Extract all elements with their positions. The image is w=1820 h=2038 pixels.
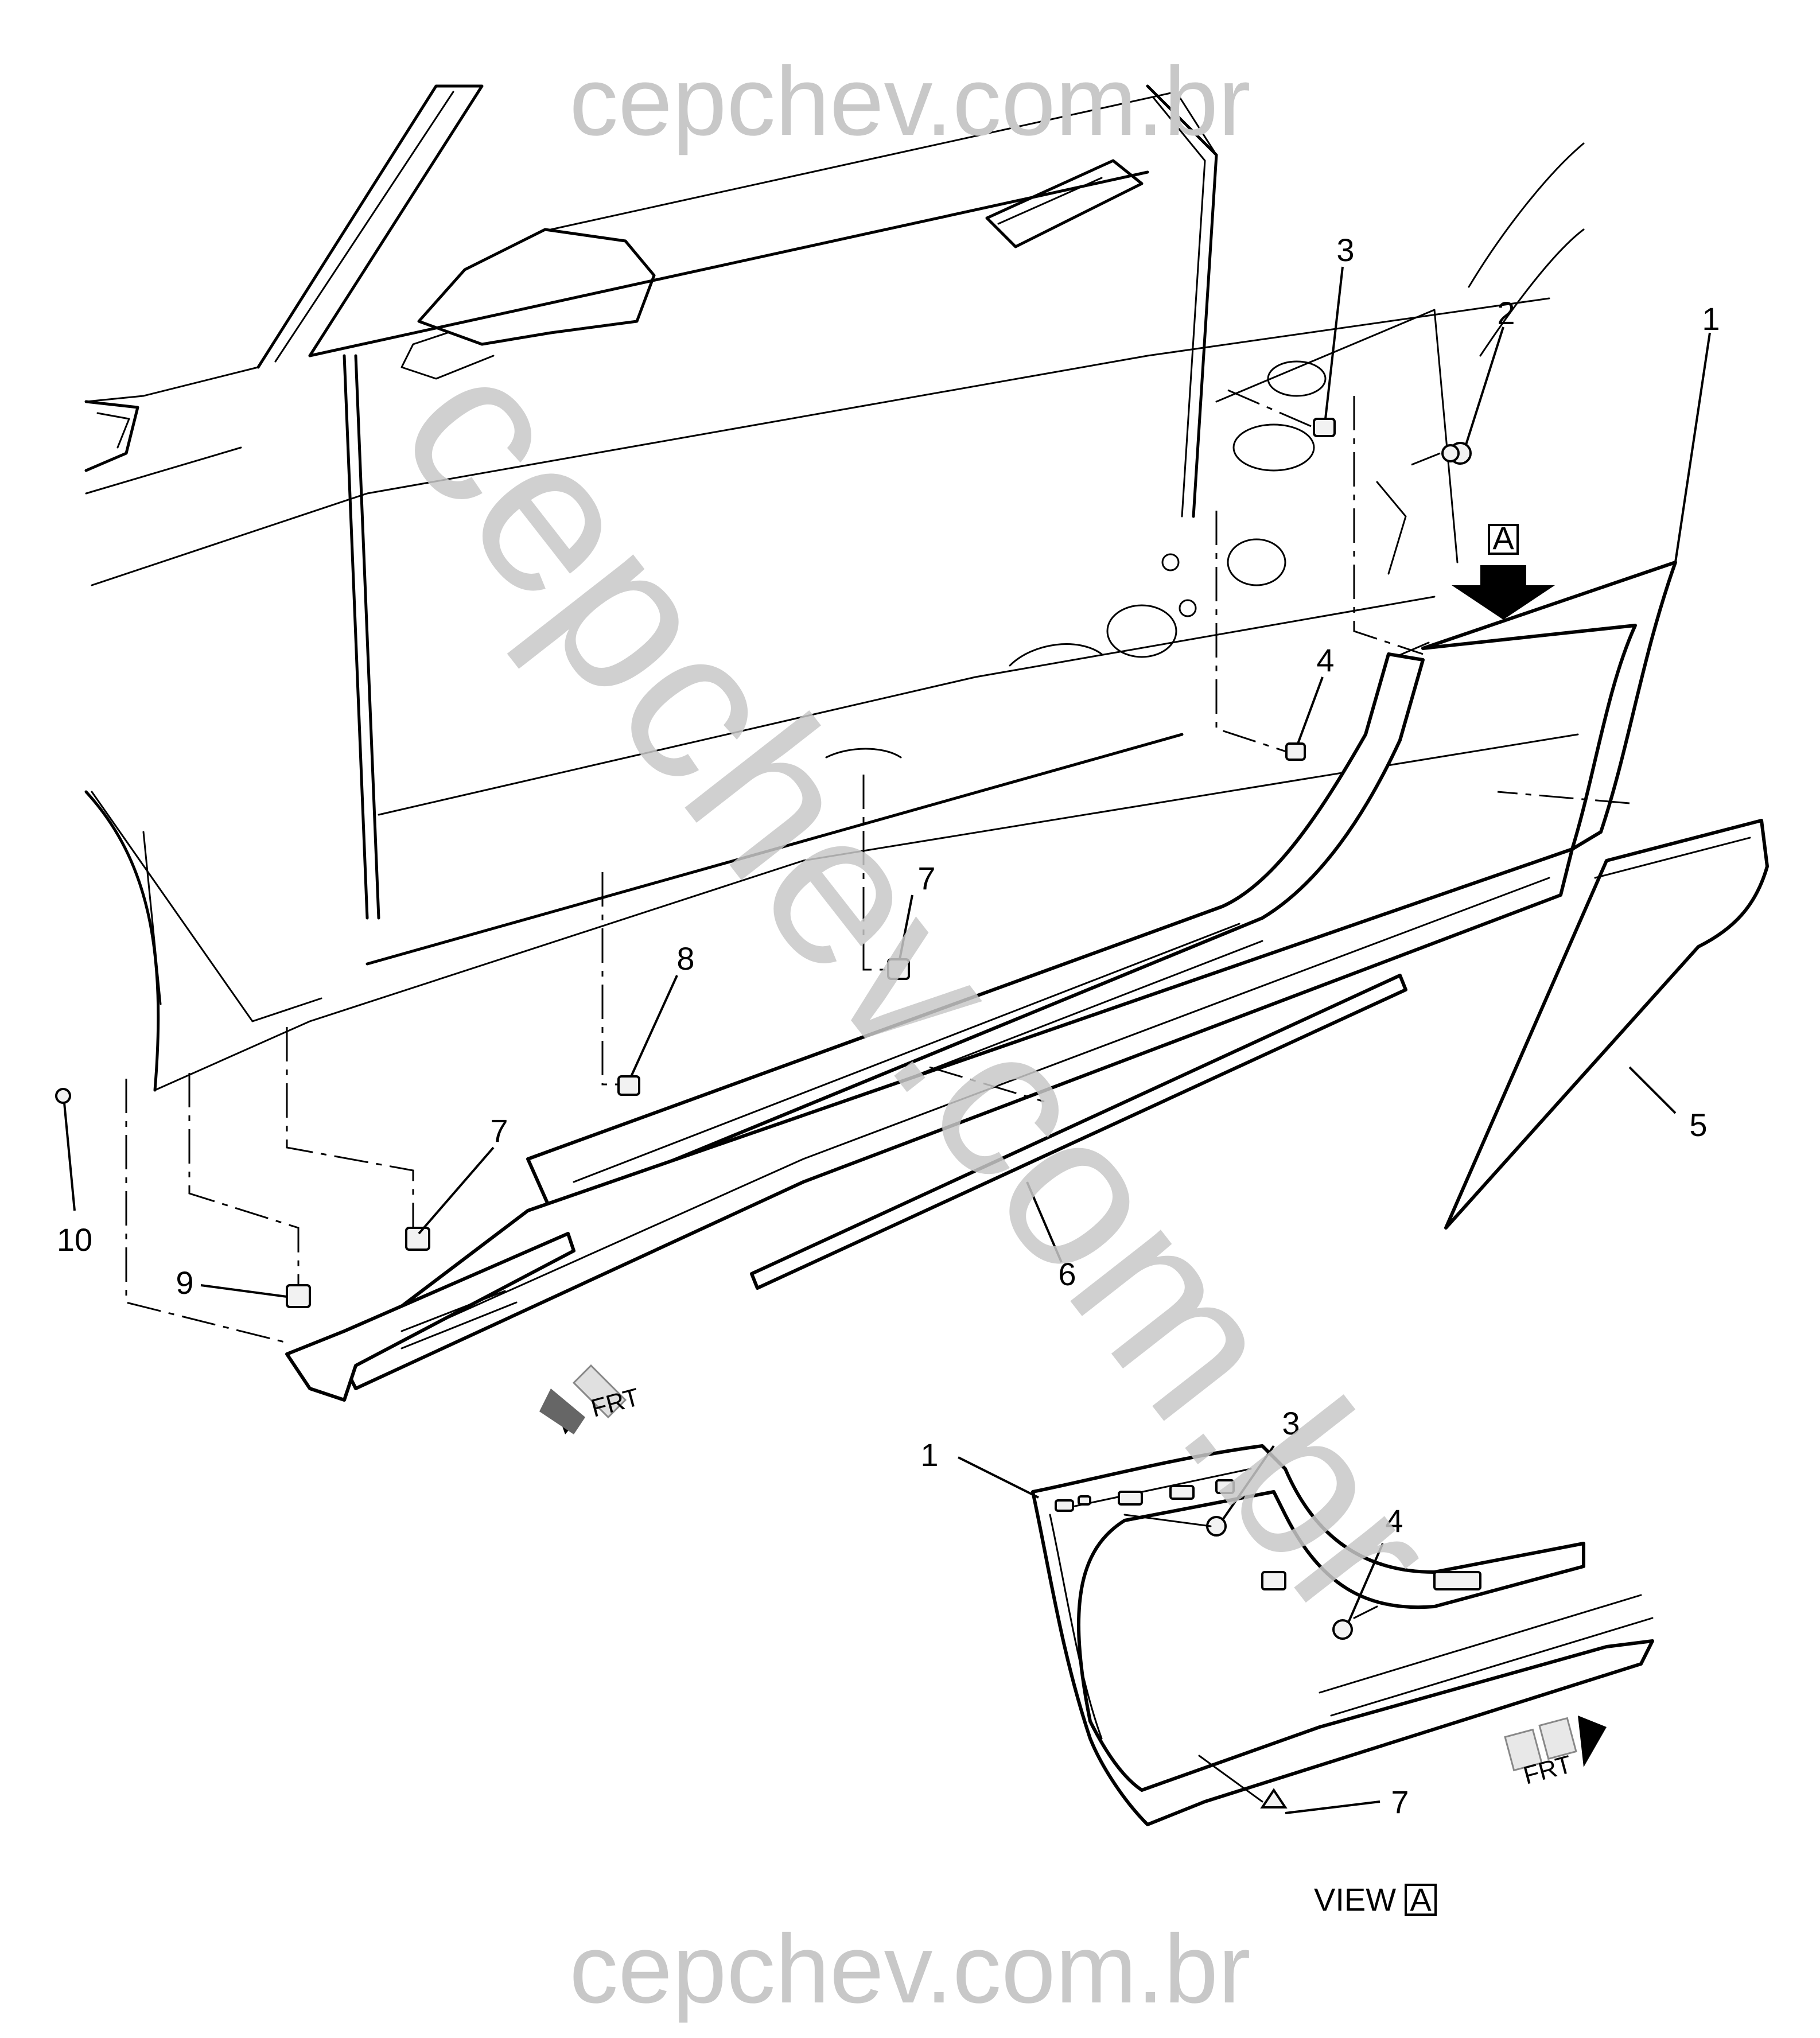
clip-10 [55, 1088, 71, 1104]
part-4-clip [1285, 742, 1306, 761]
callout-9: 9 [176, 1265, 193, 1301]
assembly-lines [125, 389, 1630, 1344]
view-callout-3: 3 [1282, 1405, 1300, 1441]
clip-7-lower [405, 1227, 430, 1251]
watermark-bottom: cepchev.com.br [569, 1915, 1250, 2024]
frt-arrow-view: FRT [1504, 1716, 1607, 1790]
callout-6: 6 [1058, 1256, 1076, 1292]
callout-8: 8 [676, 940, 694, 977]
view-callout-1: 1 [920, 1437, 938, 1473]
rocker-panel [285, 652, 1574, 1402]
callout-5: 5 [1689, 1107, 1707, 1143]
view-a-detail [958, 1444, 1654, 1826]
callout-2: 2 [1497, 295, 1515, 331]
view-label-text: VIEW [1314, 1881, 1396, 1918]
callout-3: 3 [1336, 232, 1354, 268]
part-1-rocker-extension [1387, 561, 1677, 851]
frt-arrow-main: FRT [539, 1364, 642, 1434]
watermark-top: cepchev.com.br [569, 47, 1250, 156]
view-marker-letter: A [1492, 520, 1514, 556]
callout-7-lower: 7 [490, 1113, 508, 1149]
view-callout-7: 7 [1391, 1784, 1409, 1820]
part-3-clip [1313, 418, 1336, 437]
leader-lines [63, 266, 1711, 1298]
view-callout-4: 4 [1385, 1503, 1403, 1539]
part-2-push-pin [1441, 442, 1472, 465]
view-label-letter: A [1410, 1881, 1432, 1918]
callout-4: 4 [1316, 642, 1334, 678]
callout-1: 1 [1702, 301, 1720, 337]
clip-8 [617, 1075, 640, 1096]
callouts: 1 2 3 4 5 6 7 8 7 9 10 1 3 4 7 [57, 232, 1720, 1820]
part-5-rear-panel [1444, 819, 1769, 1230]
callout-7-upper: 7 [917, 860, 935, 896]
callout-10: 10 [57, 1222, 92, 1258]
vehicle-body [84, 84, 1585, 1092]
clip-9 [286, 1284, 311, 1308]
view-a-label: VIEW A [1314, 1881, 1437, 1918]
clip-7-upper [887, 958, 910, 980]
view-a-indicator: A [1452, 520, 1555, 620]
